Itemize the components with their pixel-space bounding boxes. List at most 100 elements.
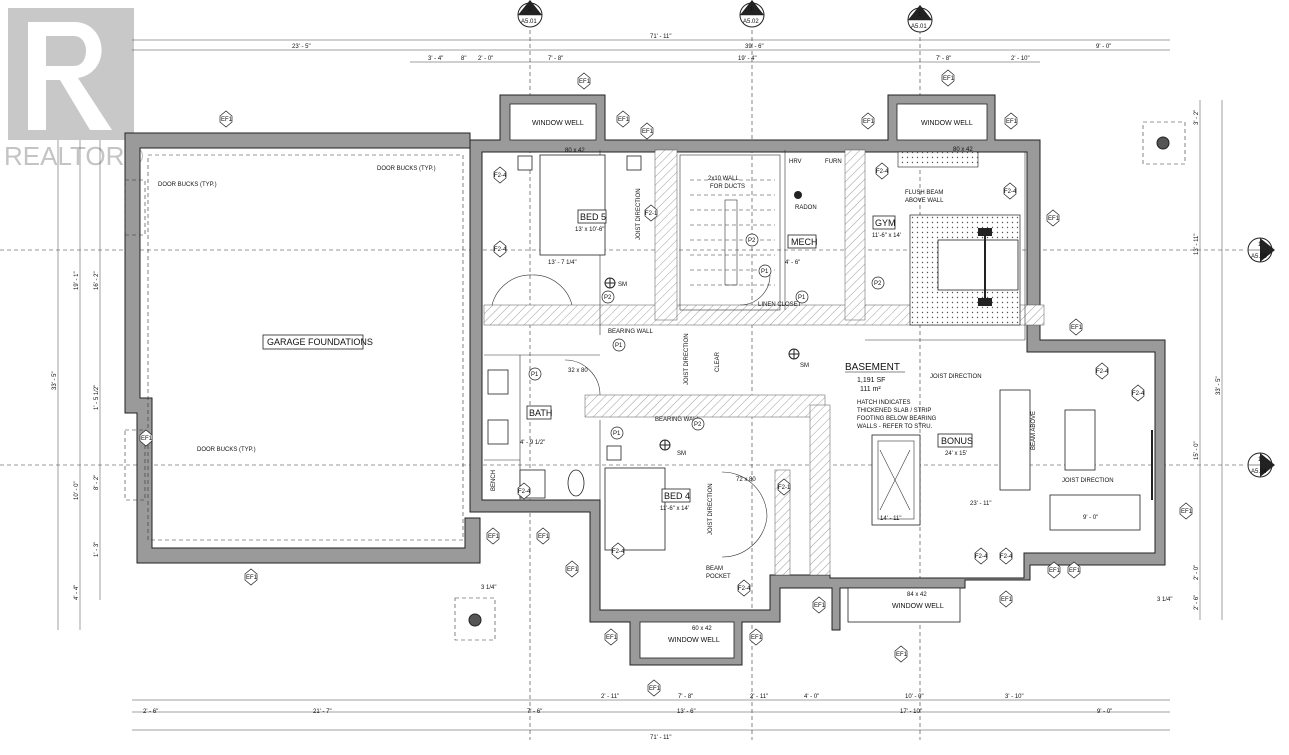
window-well-3: [847, 587, 961, 623]
tag-ef1: EF1: [1067, 561, 1081, 579]
section-4-num: 1: [1258, 242, 1262, 248]
dim-t28: 2' - 0": [478, 56, 493, 62]
note-bearing-wall-2: BEARING WALL: [655, 417, 700, 423]
tag-p2: P2: [745, 233, 759, 247]
dim-b2-78: 7' - 8": [678, 694, 693, 700]
bonus-label: BONUS: [941, 436, 973, 446]
dim-right-150: 15' - 0": [1194, 441, 1200, 460]
tag-f2-4: F2-4: [1003, 182, 1017, 200]
dim-win-8042-1: 80 x 42: [565, 148, 585, 154]
dim-314-a: 3 1/4": [1157, 597, 1172, 603]
note-door-bucks-2: DOOR BUCKS (TYP.): [197, 447, 256, 453]
dim-2311: 23' - 11": [970, 501, 992, 507]
pool-table: [871, 434, 921, 526]
tag-ef1: EF1: [1179, 502, 1193, 520]
dim-left-13: 1' - 3": [94, 542, 100, 557]
interior-dimensions: 80 x 42 80 x 42 84 x 42 60 x 42 32 x 80 …: [481, 147, 1172, 632]
svg-text:EF1: EF1: [1071, 325, 1083, 331]
note-above-wall: ABOVE WALL: [905, 198, 944, 204]
note-joist-direction-5: JOIST DIRECTION: [708, 483, 714, 535]
tag-ef1: EF1: [1004, 112, 1018, 130]
dim-314-b: 3 1/4": [481, 585, 496, 591]
tag-ef1: EF1: [219, 110, 233, 128]
dim-90b: 9' - 0": [1083, 515, 1098, 521]
tag-p1: P1: [612, 338, 626, 352]
note-joist-direction-1: JOIST DIRECTION: [930, 374, 982, 380]
smoke-detectors: [454, 121, 1186, 641]
tag-p1: P1: [610, 426, 624, 440]
bed4-size: 11'-6" x 14': [660, 506, 689, 512]
svg-text:F2-4: F2-4: [494, 247, 507, 253]
svg-text:P2: P2: [874, 281, 882, 287]
dim-1411: 14' - 11": [880, 516, 902, 522]
svg-text:P1: P1: [615, 343, 623, 349]
bottom-dimensions: 2' - 11" 7' - 8" 2' - 11" 4' - 0" 10' - …: [132, 694, 1170, 741]
note-joist-direction-2: JOIST DIRECTION: [1062, 478, 1114, 484]
svg-text:EF1: EF1: [1069, 568, 1081, 574]
tag-ef1: EF1: [244, 568, 258, 586]
window-well-1-label: WINDOW WELL: [532, 120, 584, 127]
note-sm-2: SM: [618, 282, 627, 288]
beds: [517, 154, 666, 551]
dim-right-26: 2' - 6": [1194, 595, 1200, 610]
tag-ef1: EF1: [616, 110, 630, 128]
section-2-num: 1: [750, 7, 754, 13]
section-5-sheet: A5.04: [1251, 469, 1267, 475]
svg-text:P1: P1: [761, 269, 769, 275]
realtor-watermark: REALTOR®: [0, 0, 150, 180]
stairs: [679, 154, 781, 311]
dim-t34: 3' - 4": [428, 56, 443, 62]
dim-bot-90: 9' - 0": [1097, 709, 1112, 715]
bath-fixtures: [487, 369, 585, 499]
dim-bot-217: 21' - 7": [313, 709, 332, 715]
realtor-r-icon: [28, 22, 112, 130]
dim-left-100: 10' - 0": [74, 481, 80, 500]
dim-win-8442: 84 x 42: [907, 592, 927, 598]
tag-f2-4: F2-4: [611, 542, 625, 560]
tag-f2-4: F2-4: [1131, 384, 1145, 402]
tag-ef1: EF1: [999, 590, 1013, 608]
dim-bot-1710: 17' - 10": [900, 709, 922, 715]
tag-ef1: EF1: [861, 112, 875, 130]
doors: [491, 274, 771, 558]
note-door-bucks-1: DOOR BUCKS (TYP.): [158, 182, 217, 188]
tag-f2-4: F2-4: [875, 162, 889, 180]
svg-text:EF1: EF1: [579, 79, 591, 85]
tag-f2-4: F2-4: [737, 579, 751, 597]
tag-p1: P1: [528, 367, 542, 381]
basement-outer-walls: [469, 94, 1166, 666]
svg-text:EF1: EF1: [642, 129, 654, 135]
section-1-num: 2: [528, 7, 532, 13]
bath-label: BATH: [529, 408, 552, 418]
tag-p1: P1: [795, 290, 809, 304]
note-hatch-4: WALLS - REFER TO STRU.: [857, 424, 933, 430]
svg-text:P2: P2: [694, 422, 702, 428]
section-marker-1: 2 A5.01: [517, 0, 543, 740]
dim-left-335: 33' - 5": [52, 371, 58, 390]
bonus-furniture: [871, 389, 1153, 531]
bonus-size: 24' x 15': [945, 451, 967, 457]
tag-p2: P2: [871, 276, 885, 290]
dim-door-3280: 32 x 80: [568, 368, 588, 374]
note-bearing-wall-1: BEARING WALL: [608, 329, 653, 335]
tag-f2-1: F2-1: [777, 478, 791, 496]
svg-text:P1: P1: [798, 295, 806, 301]
dim-door-7280: 72 x 80: [736, 477, 756, 483]
note-radon: RADON: [795, 205, 817, 211]
basement-label: BASEMENT: [845, 362, 900, 373]
tag-ef1: EF1: [1069, 318, 1083, 336]
tag-f2-4: F2-4: [974, 547, 988, 565]
tag-f2-4: F2-4: [999, 547, 1013, 565]
tag-ef1: EF1: [647, 679, 661, 697]
window-well-3-label: WINDOW WELL: [892, 603, 944, 610]
svg-text:F2-4: F2-4: [518, 489, 531, 495]
coffee-table: [1064, 409, 1096, 471]
dim-top-right2: 9' - 0": [1096, 44, 1111, 50]
svg-text:F2-4: F2-4: [876, 169, 889, 175]
dim-bot-total: 71' - 11": [650, 735, 672, 741]
tag-ef1: EF1: [486, 527, 500, 545]
dim-win-8042-2: 80 x 42: [953, 147, 973, 153]
window-well-4-label: WINDOW WELL: [668, 637, 720, 644]
svg-text:P2: P2: [748, 238, 756, 244]
